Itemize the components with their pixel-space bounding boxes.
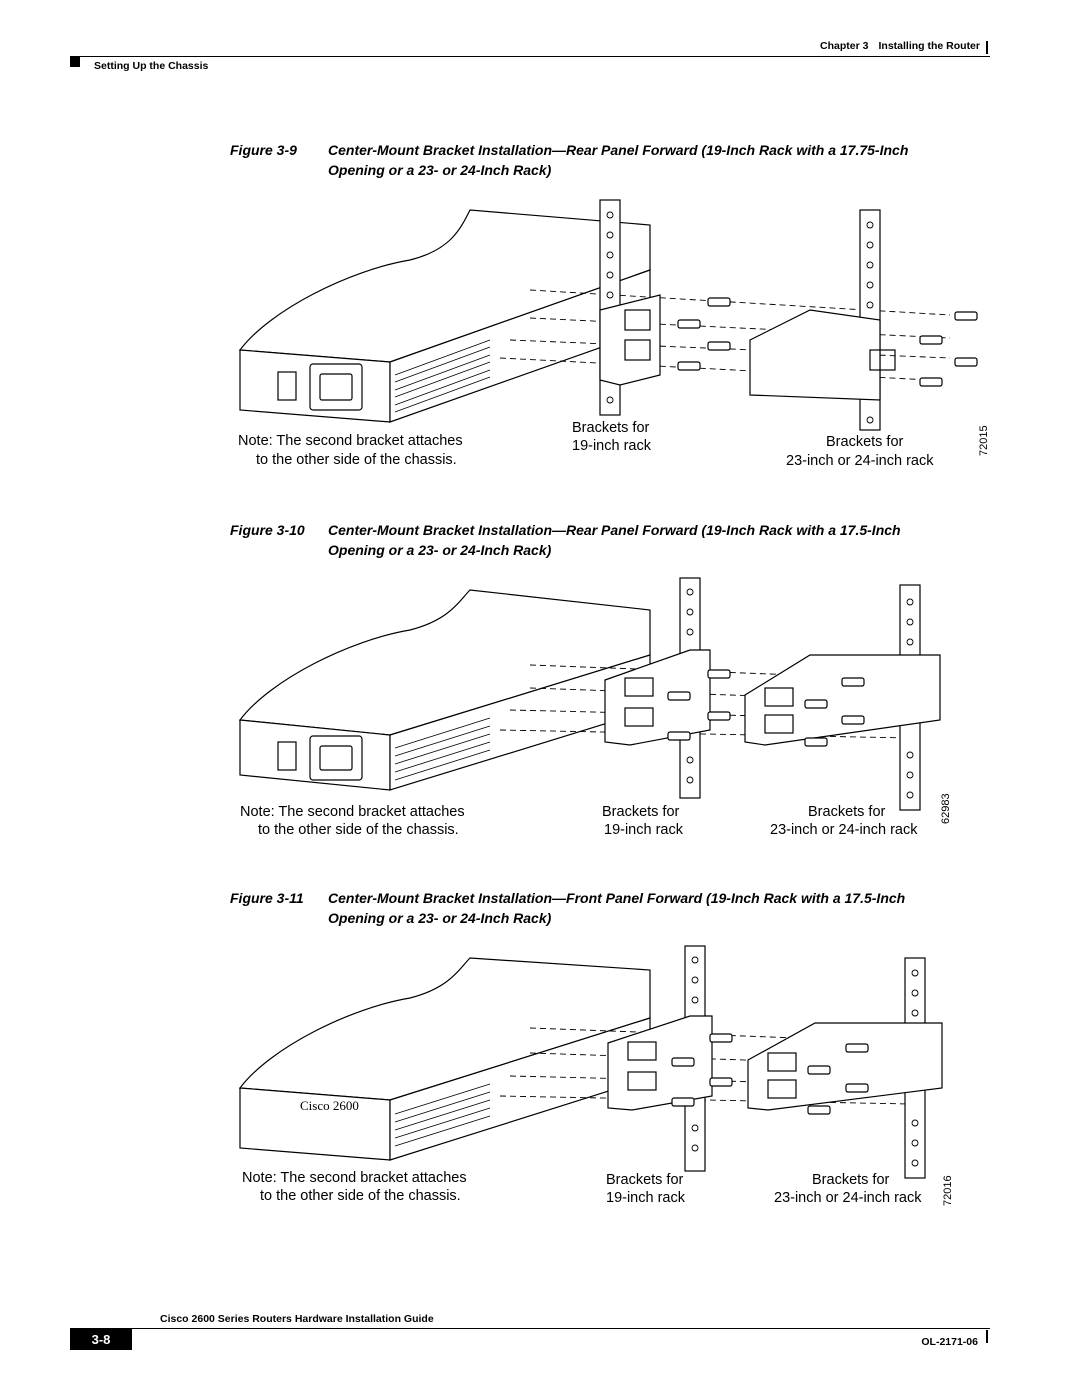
bracket-19-label-line1: Brackets for (602, 804, 680, 820)
figure-caption-line1: Center-Mount Bracket Installation—Rear P… (328, 142, 909, 158)
chassis-brand-label: Cisco 2600 (300, 1098, 359, 1113)
bracket-19-label-line1: Brackets for (572, 420, 650, 436)
chapter-title: Installing the Router (878, 40, 980, 52)
footer-rule (70, 1328, 990, 1329)
figure-caption-line2: Opening or a 23- or 24-Inch Rack) (328, 162, 552, 178)
figure-caption-line2: Opening or a 23- or 24-Inch Rack) (328, 542, 552, 558)
figure-number: Figure 3-11 (230, 890, 304, 906)
header-marker-square (70, 56, 80, 67)
figure-caption-3-10: Figure 3-10 Center-Mount Bracket Installa… (230, 520, 990, 560)
bracket-diagram-rear-17-5 (238, 577, 941, 811)
figure-3-11-illustration: Cisco 2600 Note: The second bracket atta… (230, 938, 1000, 1218)
footer-guide-title: Cisco 2600 Series Routers Hardware Insta… (160, 1313, 434, 1325)
bracket-diagram-front-17-5: Cisco 2600 (238, 945, 943, 1179)
chapter-number: Chapter 3 (820, 40, 869, 52)
figure-3-9-illustration: Note: The second bracket attaches to the… (230, 190, 1000, 480)
bracket-19-label-line2: 19-inch rack (572, 438, 651, 454)
chassis-note-line1: Note: The second bracket attaches (238, 433, 463, 449)
header-rule (70, 56, 990, 57)
chassis-note-line1: Note: The second bracket attaches (242, 1170, 467, 1186)
art-id: 72015 (978, 425, 990, 456)
footer-bar-right (986, 1330, 988, 1343)
chassis-note-line2: to the other side of the chassis. (256, 452, 457, 468)
document-number: OL-2171-06 (921, 1336, 978, 1348)
chassis-note-line2: to the other side of the chassis. (260, 1188, 461, 1204)
bracket-19-label-line1: Brackets for (606, 1172, 684, 1188)
figure-caption-line2: Opening or a 23- or 24-Inch Rack) (328, 910, 552, 926)
header-bar-right (986, 41, 988, 54)
figure-caption-3-9: Figure 3-9 Center-Mount Bracket Installat… (230, 140, 990, 180)
bracket-23-label-line2: 23-inch or 24-inch rack (770, 822, 918, 838)
bracket-23-label-line1: Brackets for (826, 434, 904, 450)
chassis-note-line2: to the other side of the chassis. (258, 822, 459, 838)
page-number: 3-8 (70, 1329, 132, 1350)
bracket-23-label-line1: Brackets for (812, 1172, 890, 1188)
chassis-note-line1: Note: The second bracket attaches (240, 804, 465, 820)
running-header-chapter: Chapter 3 Installing the Router (820, 40, 980, 52)
bracket-23-label-line2: 23-inch or 24-inch rack (786, 453, 934, 469)
bracket-23-label-line1: Brackets for (808, 804, 886, 820)
art-id: 62983 (940, 793, 952, 824)
art-id: 72016 (942, 1175, 954, 1206)
figure-3-10-illustration: Note: The second bracket attaches to the… (230, 570, 1000, 850)
bracket-19-label-line2: 19-inch rack (606, 1190, 685, 1206)
bracket-19-label-line2: 19-inch rack (604, 822, 683, 838)
figure-caption-line1: Center-Mount Bracket Installation—Rear P… (328, 522, 901, 538)
figure-number: Figure 3-10 (230, 522, 305, 538)
bracket-23-label-line2: 23-inch or 24-inch rack (774, 1190, 922, 1206)
section-title: Setting Up the Chassis (94, 60, 209, 72)
figure-caption-line1: Center-Mount Bracket Installation—Front … (328, 890, 906, 906)
bracket-diagram-rear-17-75 (238, 199, 978, 431)
figure-caption-3-11: Figure 3-11 Center-Mount Bracket Installa… (230, 888, 990, 928)
figure-number: Figure 3-9 (230, 142, 297, 158)
